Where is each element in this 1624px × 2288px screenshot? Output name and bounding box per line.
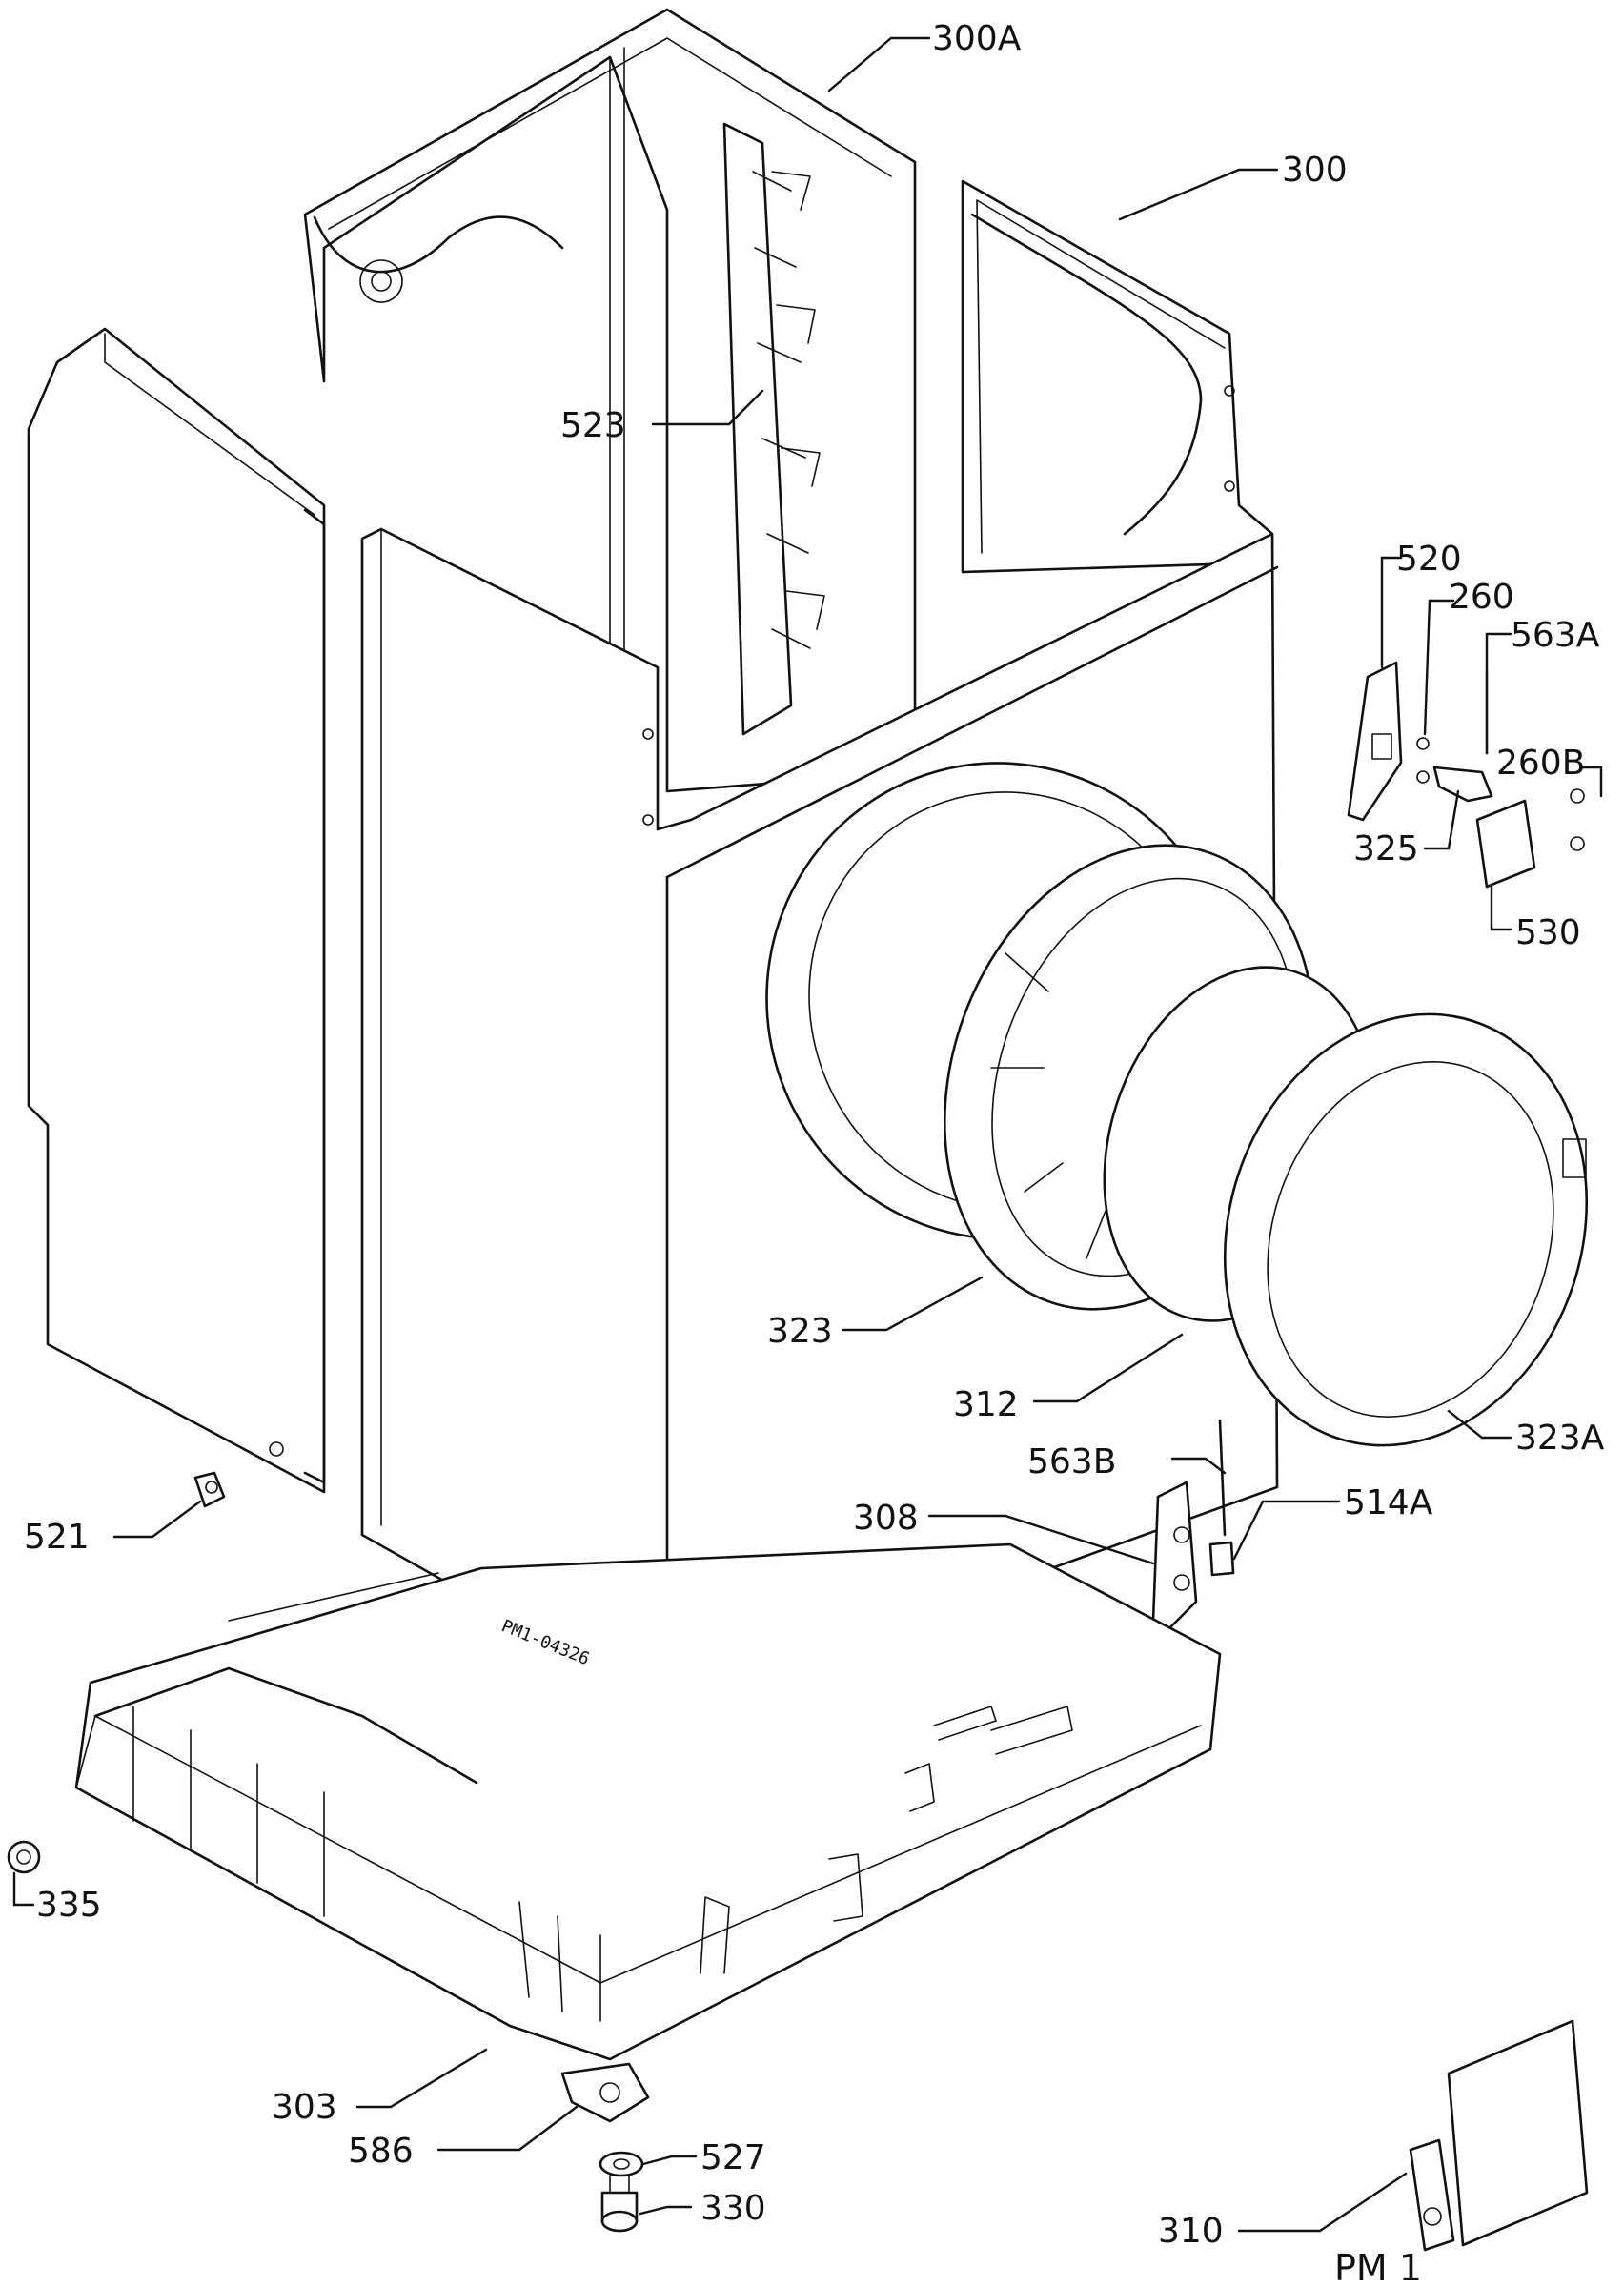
label-312: 312 [953,1385,1019,1424]
label-335: 335 [36,1886,102,1925]
label-323: 323 [767,1312,833,1351]
label-260: 260 [1449,578,1514,617]
label-563b: 563B [1027,1442,1116,1481]
right-side-panel-300 [961,179,1274,574]
label-303: 303 [272,2088,337,2127]
label-527: 527 [700,2138,766,2177]
screw-521 [193,1471,226,1508]
hinge-308 [1151,1419,1235,1632]
label-260b: 260B [1496,744,1585,783]
door-lock-assembly [1347,661,1585,889]
label-323a: 323A [1515,1419,1605,1458]
washer-527 [599,2151,644,2177]
part-labels: 300A 300 523 520 260 563A 260B 325 530 3… [24,19,1605,2251]
label-308: 308 [853,1499,919,1538]
label-330: 330 [700,2189,766,2228]
foot-bracket-586 [560,2062,650,2123]
label-563a: 563A [1511,616,1600,655]
label-300: 300 [1282,151,1348,190]
label-523: 523 [560,406,626,445]
access-panel-310 [1409,2019,1589,2252]
door-323a [1223,1012,1589,1447]
label-520: 520 [1396,540,1462,579]
page-code: PM 1 [1334,2247,1422,2288]
adjustable-foot-330 [600,2175,639,2233]
label-300a: 300A [932,19,1022,58]
label-325: 325 [1353,829,1419,868]
label-310: 310 [1158,2212,1224,2251]
label-586: 586 [348,2132,414,2171]
left-side-panel [27,327,326,1494]
rear-bracket-523 [722,122,825,736]
leader-lines [12,36,1603,2233]
label-530: 530 [1515,913,1581,952]
label-521: 521 [24,1518,90,1557]
base-frame-303 [74,1542,1222,2061]
nut-335 [7,1840,41,1874]
label-514a: 514A [1344,1483,1433,1522]
